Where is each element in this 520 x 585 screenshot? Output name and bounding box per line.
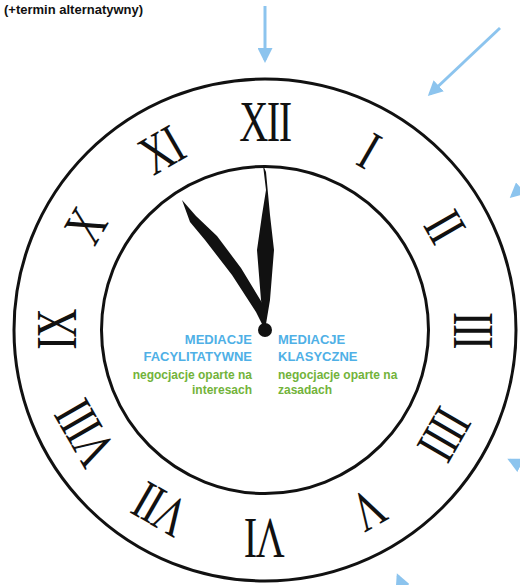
text-column: MEDIACJE KLASYCZNEnegocjacje oparte na z…: [278, 332, 403, 399]
term-subtitle: negocjacje oparte na zasadach: [278, 368, 403, 399]
pointer-arrows: [265, 6, 520, 585]
heading-note: (+termin alternatywny): [4, 2, 143, 17]
term-subtitle: negocjacje oparte na interesach: [127, 368, 252, 399]
text-column: MEDIACJE FACYLITATYWNEnegocjacje oparte …: [127, 332, 252, 399]
clock-rim: [14, 79, 516, 581]
clock-hands: [182, 165, 274, 337]
term-heading: MEDIACJE KLASYCZNE: [278, 332, 403, 366]
term-heading: MEDIACJE FACYLITATYWNE: [127, 332, 252, 366]
clock-face: MEDIACJE FACYLITATYWNEnegocjacje oparte …: [100, 165, 430, 495]
clock-numeral: IX: [29, 310, 85, 350]
clock-numeral: VI: [245, 510, 285, 566]
clock-numeral: III: [445, 312, 501, 348]
clock-numeral: XII: [239, 94, 291, 150]
